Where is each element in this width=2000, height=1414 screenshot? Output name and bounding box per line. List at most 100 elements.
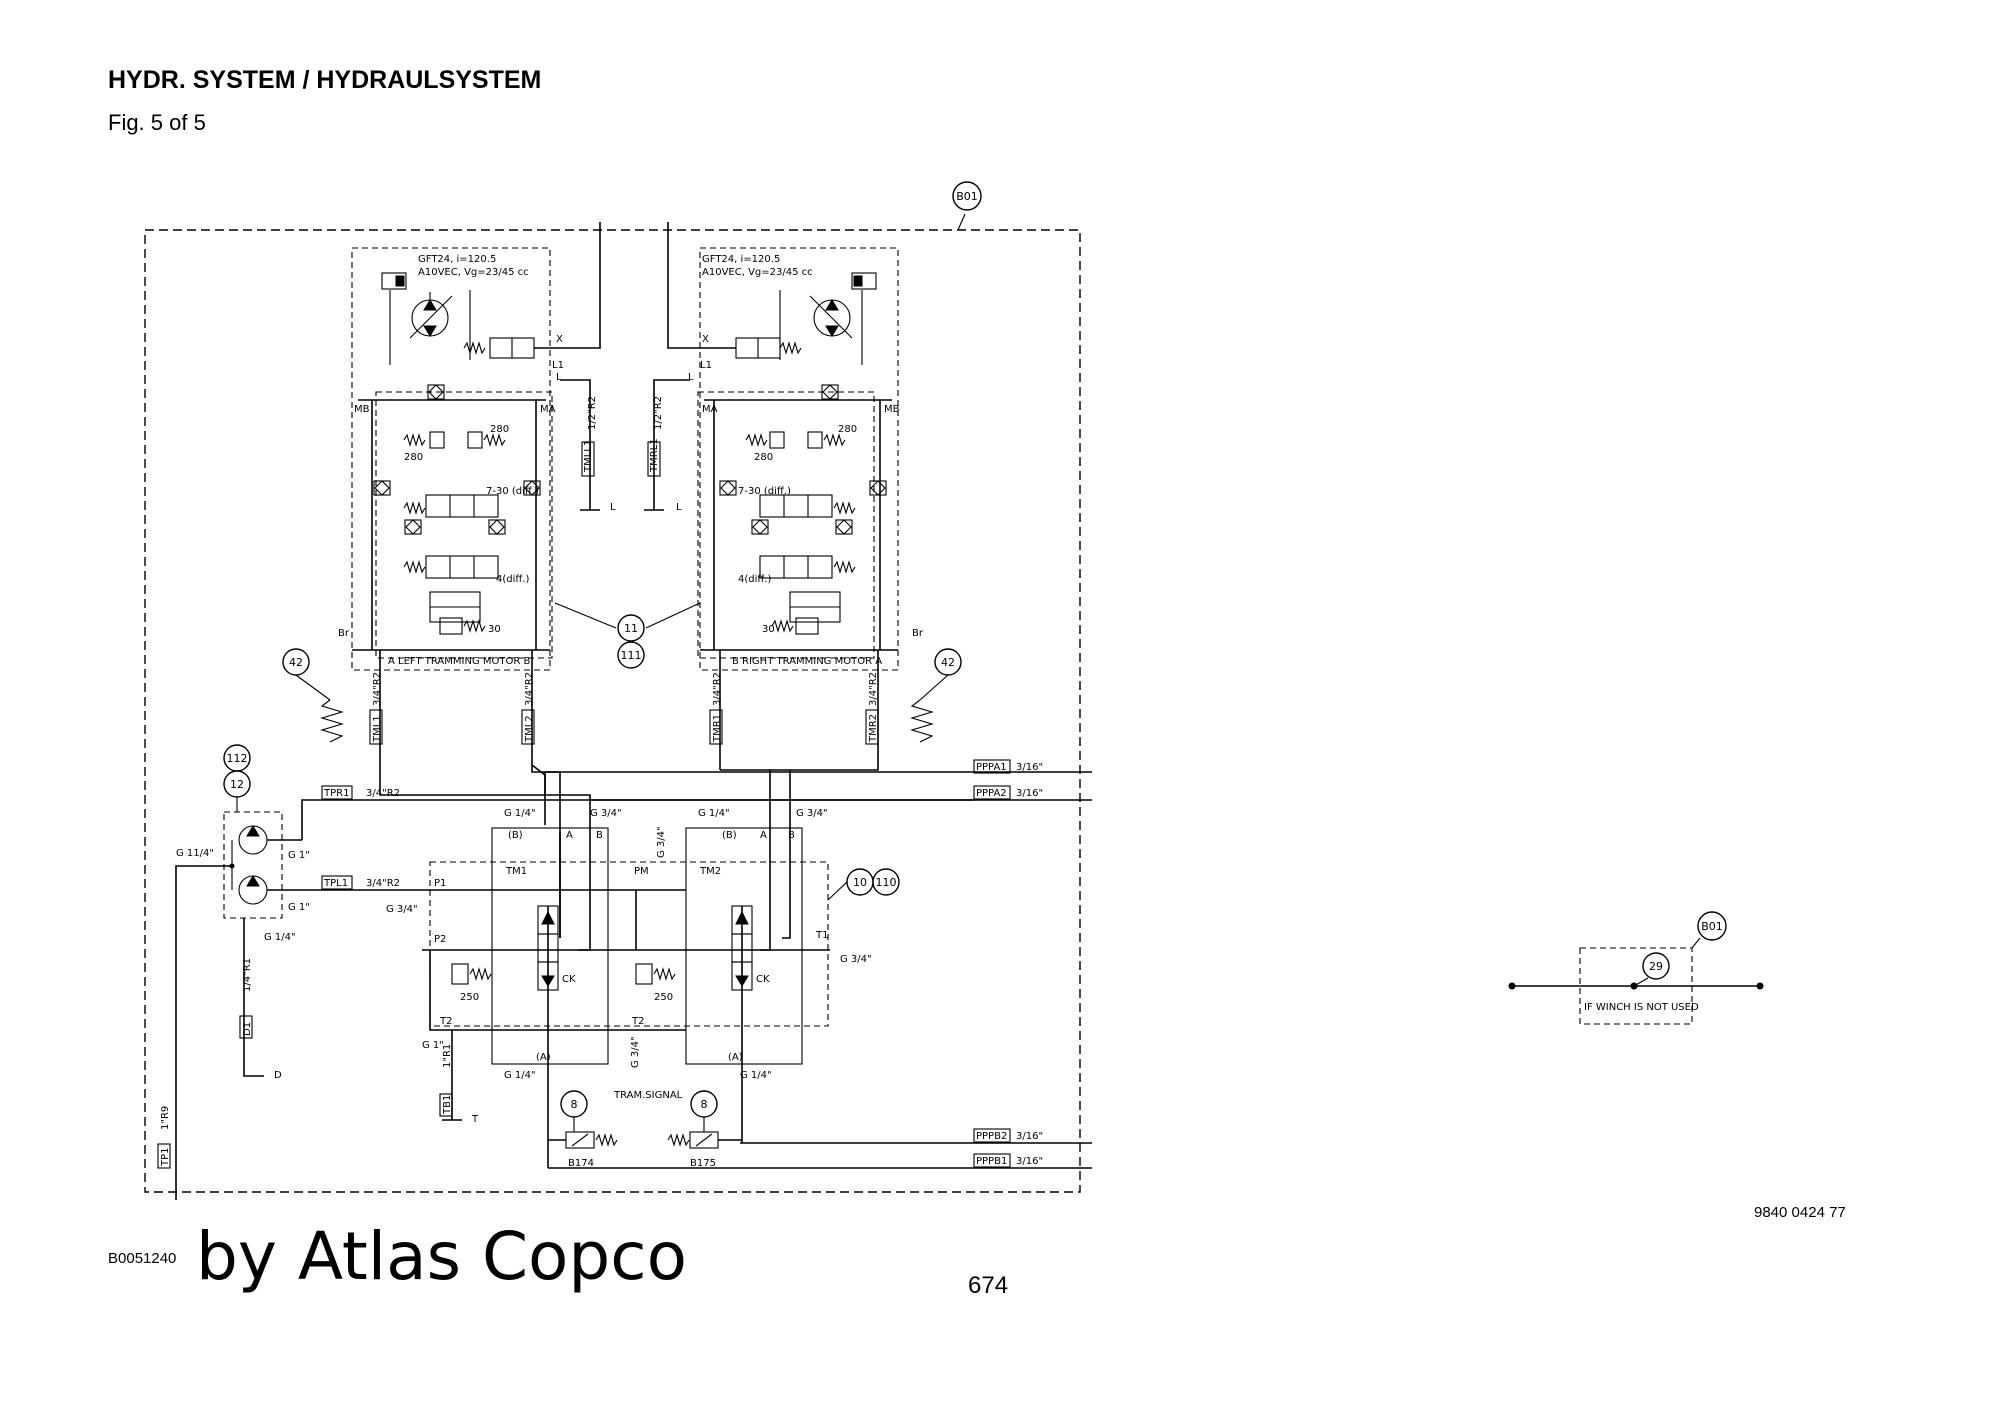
callout-8-b: 8 <box>701 1098 708 1111</box>
left-motor-spec-1: GFT24, i=120.5 <box>418 254 496 265</box>
winch-inset: B01 29 IF WINCH IS NOT USED <box>1508 911 1764 1025</box>
document-code: B0051240 <box>108 1250 177 1267</box>
right-hose-b: 3/4"R2 <box>868 672 879 706</box>
pump-tag-tpl1: TPL1 <box>323 878 348 889</box>
left-hose-l: 1/2"R2 <box>587 396 598 430</box>
right-port-ma: MA <box>702 404 718 415</box>
right-tag-tmr1: TMR1 <box>712 714 723 743</box>
valve-tank-label: T <box>471 1114 479 1125</box>
valve-relief-250-a: 250 <box>460 992 479 1003</box>
valve-tank-hose: 1"R1 <box>442 1044 453 1068</box>
valve-relief-250-b: 250 <box>654 992 673 1003</box>
pilot-size-a1: 3/16" <box>1016 762 1043 773</box>
valve-g1: G 1" <box>422 1040 444 1051</box>
callout-110: 110 <box>876 876 897 889</box>
valve-port-b2: (B) <box>722 830 737 841</box>
right-relief-280-b: 280 <box>838 424 857 435</box>
pump-tag-tpr1: TPR1 <box>323 788 349 799</box>
right-motor-caption: B RIGHT TRAMMING MOTOR A <box>732 656 882 667</box>
left-tramming-motor: GFT24, i=120.5 A10VEC, Vg=23/45 cc X L1 … <box>338 222 616 796</box>
pilot-lines: PPPA1 3/16" PPPA2 3/16" PPPB2 3/16" PPPB… <box>544 759 1092 1169</box>
valve-tm2: TM2 <box>699 866 721 877</box>
callout-11-111: 11 111 <box>554 602 701 669</box>
pilot-size-b1: 3/16" <box>1016 1156 1043 1167</box>
valve-tm1: TM1 <box>505 866 527 877</box>
valve-pm: PM <box>634 866 649 877</box>
tram-signal-label: TRAM.SIGNAL <box>613 1090 683 1101</box>
pilot-tag-pppb1: PPPB1 <box>976 1156 1007 1167</box>
part-number: 9840 0424 77 <box>1754 1204 1846 1221</box>
pump-port-o1: G 1" <box>288 850 310 861</box>
left-port-mb: MB <box>354 404 370 415</box>
valve-port-bb2: B <box>788 830 795 841</box>
figure-counter: Fig. 5 of 5 <box>108 110 206 135</box>
valve-g14d: G 1/4" <box>740 1070 772 1081</box>
left-tag-tml2: TML2 <box>524 715 535 743</box>
valve-g34f: G 3/4" <box>840 954 872 965</box>
signal-b174: B174 <box>568 1158 594 1169</box>
right-diff-7-30: 7-30 (diff.) <box>738 486 791 497</box>
right-relief-30: 30 <box>762 624 775 635</box>
watermark-text: by Atlas Copco <box>196 1218 687 1295</box>
valve-t2b: T2 <box>631 1016 644 1027</box>
left-hose-a: 3/4"R2 <box>372 672 383 706</box>
callout-11: 11 <box>624 622 638 635</box>
callout-29: 29 <box>1649 960 1663 973</box>
right-hose-l: 1/2"R2 <box>653 396 664 430</box>
left-tag-tml1: TML1 <box>372 715 383 743</box>
valve-port-bb1: B <box>596 830 603 841</box>
valve-g34d: G 3/4" <box>630 1036 641 1068</box>
pump-drain-tag: D1 <box>242 1022 253 1036</box>
valve-ck2: CK <box>756 974 770 985</box>
valve-p1: P1 <box>434 878 446 889</box>
left-relief-30: 30 <box>488 624 501 635</box>
callout-10: 10 <box>853 876 867 889</box>
right-port-l1: L1 <box>700 360 712 371</box>
valve-port-a1: A <box>566 830 573 841</box>
left-motor-caption: A LEFT TRAMMING MOTOR B <box>388 656 530 667</box>
callout-111: 111 <box>621 649 642 662</box>
right-tag-tmr2: TMR2 <box>868 714 879 743</box>
callout-42-left: 42 <box>282 648 344 743</box>
left-port-l: L <box>556 372 562 383</box>
left-diff-4: 4(diff.) <box>496 574 529 585</box>
pump-assembly: 112 12 TPR1 3/4"R2 TPL1 3/4"R2 G 11/4" G… <box>157 744 974 1200</box>
callout-42-b: 42 <box>941 656 955 669</box>
pump-drain-label: D <box>274 1070 282 1081</box>
pump-port-o2: G 1" <box>288 902 310 913</box>
pilot-size-b2: 3/16" <box>1016 1131 1043 1142</box>
right-port-l: L <box>688 372 694 383</box>
valve-g34e: G 3/4" <box>386 904 418 915</box>
valve-ck1: CK <box>562 974 576 985</box>
frame-tag-b01: B01 <box>956 190 978 203</box>
valve-g14c: G 1/4" <box>504 1070 536 1081</box>
pump-hose-r: 3/4"R2 <box>366 788 400 799</box>
pump-hose-l: 3/4"R2 <box>366 878 400 889</box>
pilot-tag-pppa2: PPPA2 <box>976 788 1007 799</box>
valve-t1: T1 <box>815 930 828 941</box>
callout-112: 112 <box>227 752 248 765</box>
signal-b175: B175 <box>690 1158 716 1169</box>
valve-p2: P2 <box>434 934 446 945</box>
callout-12: 12 <box>230 778 244 791</box>
valve-port-aa1: (A) <box>536 1052 551 1063</box>
valve-g14b: G 1/4" <box>698 808 730 819</box>
left-tag-tmll1: TMLL1 <box>583 440 594 473</box>
left-diff-7-30: 7-30 (diff.) <box>486 486 539 497</box>
right-drain-l: L <box>676 502 682 513</box>
valve-port-a2: A <box>760 830 767 841</box>
left-port-ma: MA <box>540 404 556 415</box>
callout-42-right: 42 <box>910 648 962 743</box>
left-relief-280-b: 280 <box>490 424 509 435</box>
right-diff-4: 4(diff.) <box>738 574 771 585</box>
left-drain-l: L <box>610 502 616 513</box>
pump-port-d: G 1/4" <box>264 932 296 943</box>
right-port-mb: MB <box>884 404 900 415</box>
valve-tank-tag: TB1 <box>442 1095 453 1115</box>
pump-drain-hose: 1/4"R1 <box>242 958 253 992</box>
valve-g34b: G 3/4" <box>796 808 828 819</box>
right-hose-a: 3/4"R2 <box>712 672 723 706</box>
left-hose-b: 3/4"R2 <box>524 672 535 706</box>
valve-g34a: G 3/4" <box>590 808 622 819</box>
